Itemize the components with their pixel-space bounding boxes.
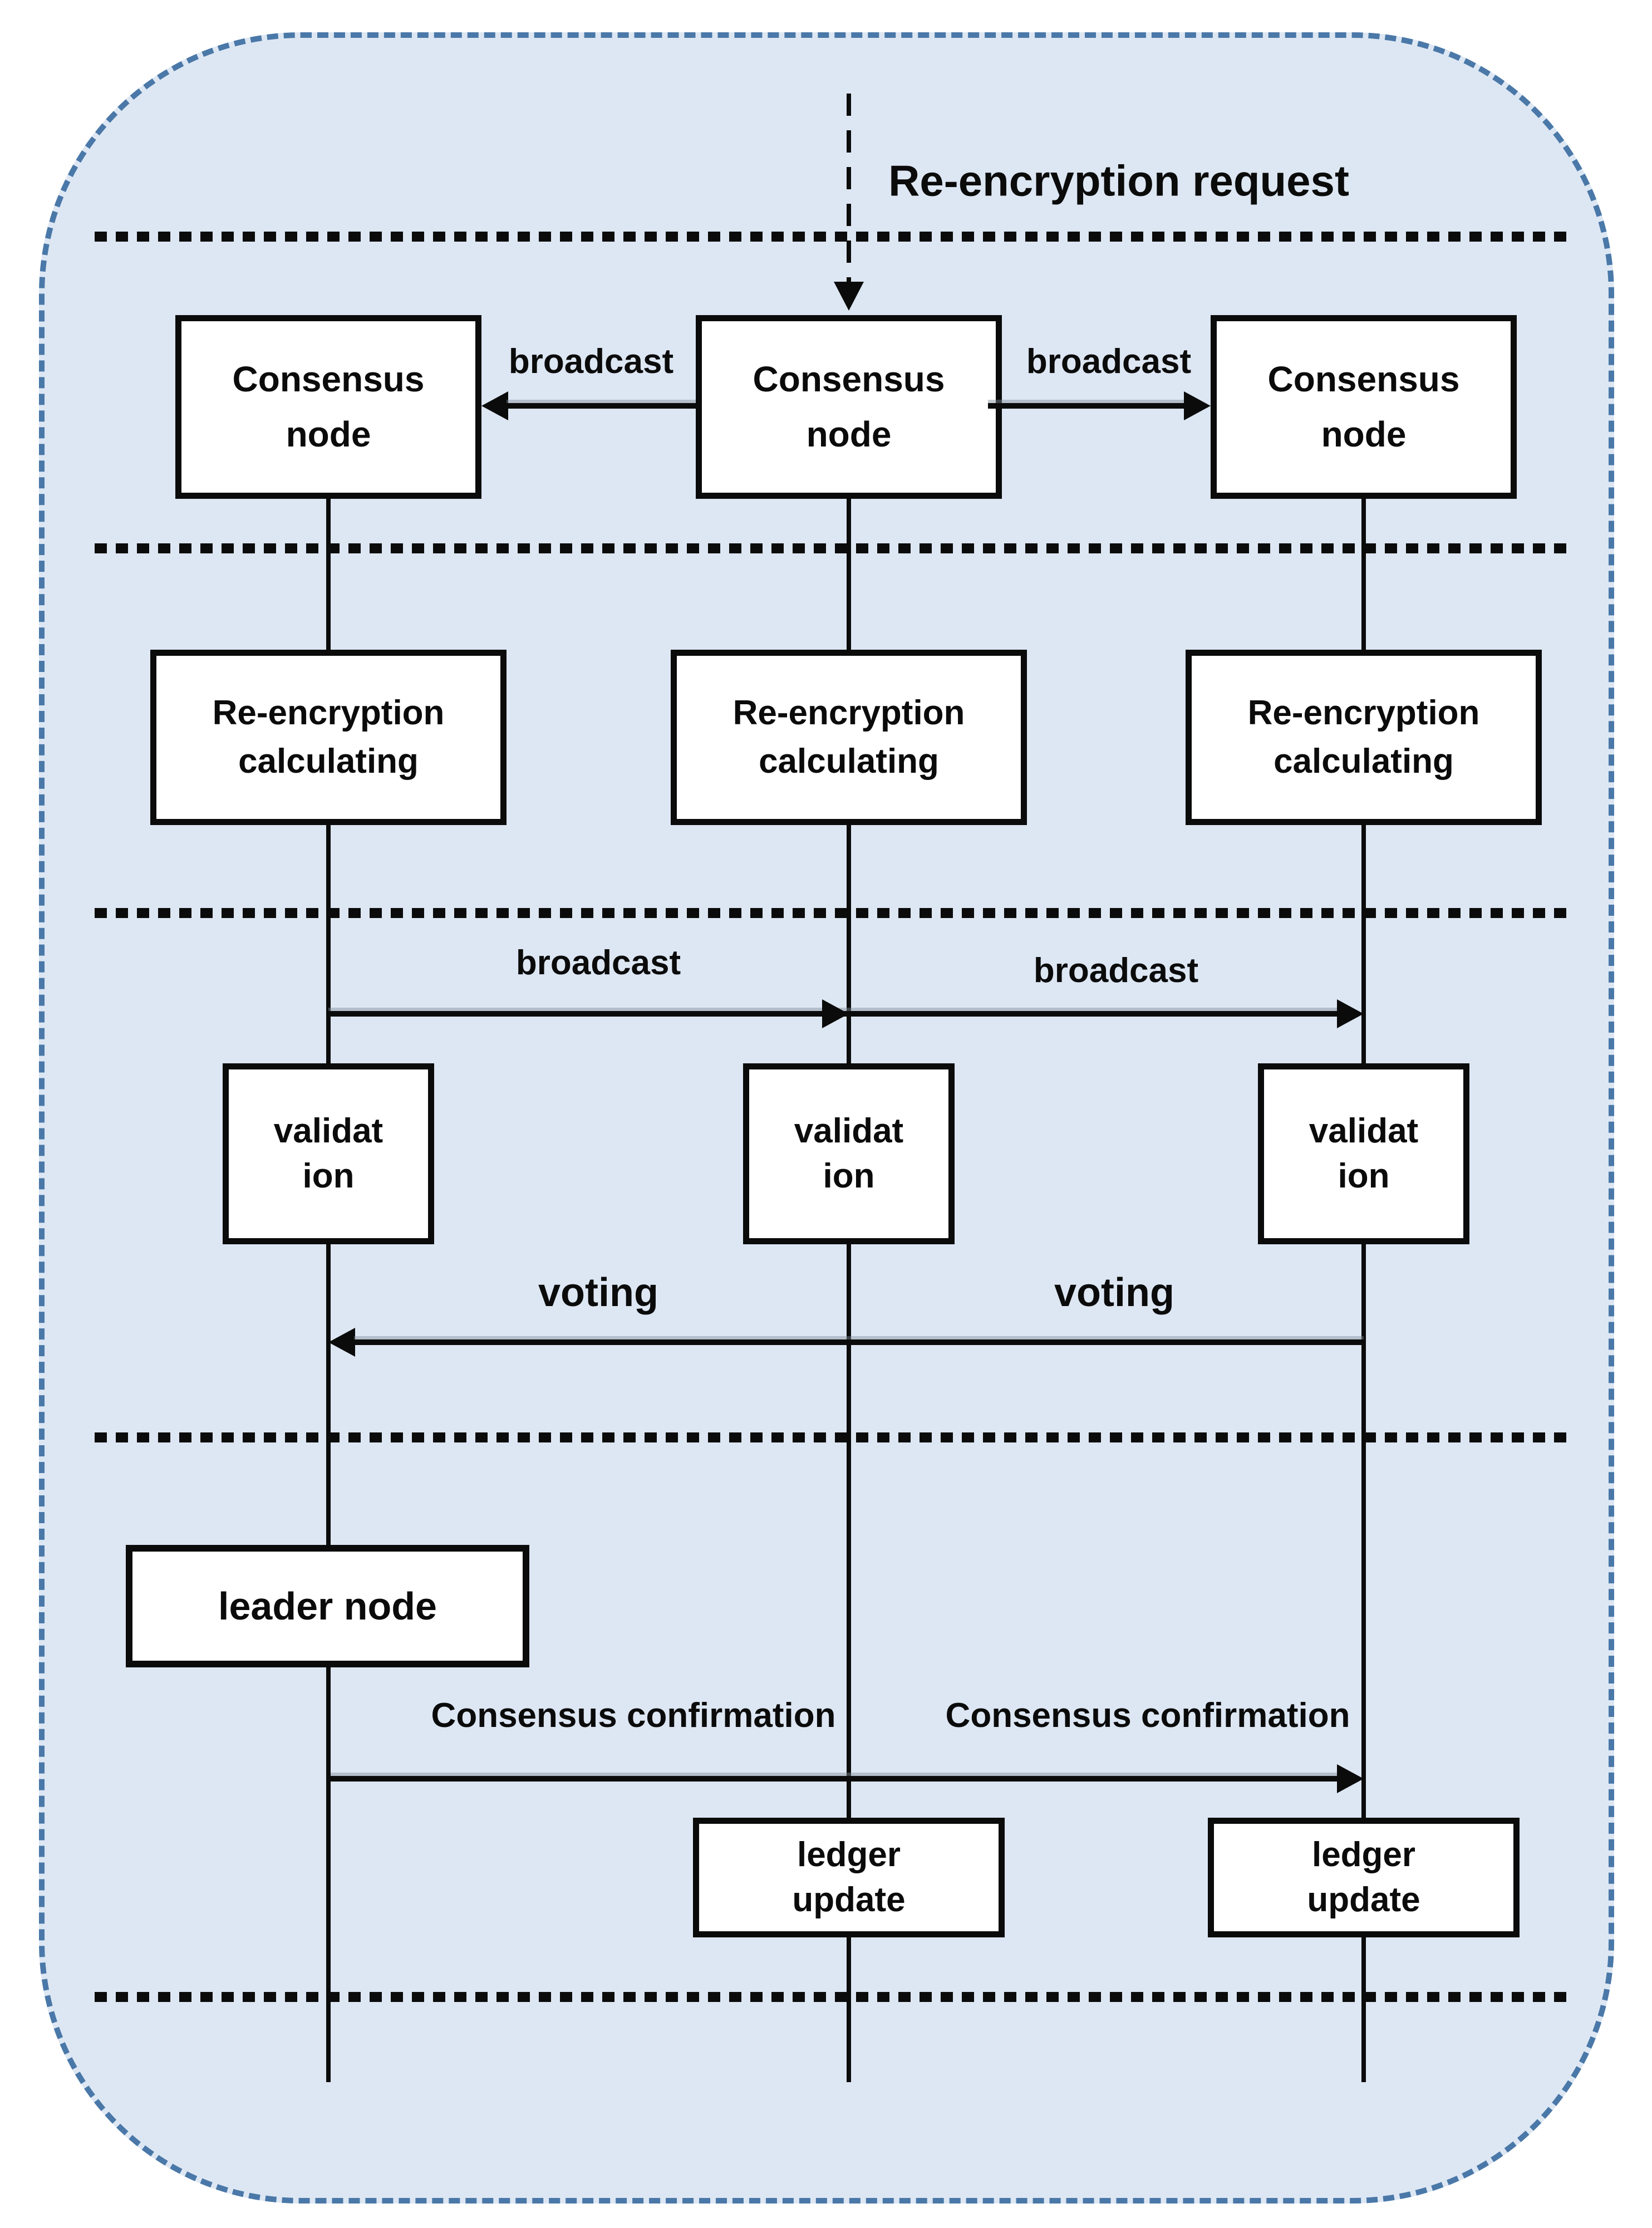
lifeline-middle-seg3 <box>847 1244 851 1818</box>
broadcast-arrow-top-left-line <box>507 403 696 409</box>
consensus-node-box-middle: Consensus node <box>696 315 1002 499</box>
consensus-node-middle-line1: Consensus <box>753 359 945 399</box>
phase-separator-3 <box>95 908 1570 918</box>
broadcast-arrowhead-top-left-icon <box>481 391 508 420</box>
lifeline-right-seg3 <box>1361 1244 1366 1818</box>
re-encryption-calculating-middle-line2: calculating <box>759 742 939 781</box>
broadcast-arrowhead-top-right-icon <box>1184 391 1211 420</box>
lifeline-right-seg2 <box>1361 825 1366 1063</box>
validation-box-left: validat ion <box>223 1063 434 1244</box>
consensus-node-middle-line2: node <box>806 414 892 454</box>
validation-box-middle: validat ion <box>743 1063 955 1244</box>
broadcast-arrow-top-right-line <box>988 403 1184 409</box>
broadcast-label-top-left: broadcast <box>508 342 674 381</box>
broadcast-label-mid-left: broadcast <box>515 944 681 983</box>
consensus-confirmation-right-line2: confirmation <box>1140 1696 1350 1735</box>
re-encryption-calculating-left-line1: Re-encryption <box>212 693 445 732</box>
ledger-update-box-right: ledger update <box>1208 1818 1520 1937</box>
ledger-update-box-middle: ledger update <box>693 1818 1005 1937</box>
validation-box-right: validat ion <box>1258 1063 1469 1244</box>
request-arrow-dashed-line <box>847 94 851 283</box>
ledger-update-right-line2: update <box>1307 1880 1420 1919</box>
re-encryption-calculating-box-left: Re-encryption calculating <box>150 650 507 825</box>
consensus-node-left-line1: Consensus <box>232 359 425 399</box>
ledger-update-right-line1: ledger <box>1311 1835 1416 1874</box>
lifeline-middle-seg1 <box>847 499 851 650</box>
voting-label-right: voting <box>1054 1270 1174 1315</box>
re-encryption-calculating-middle-line1: Re-encryption <box>732 693 965 732</box>
broadcast-label-mid-right: broadcast <box>1033 951 1199 990</box>
broadcast-label-top-right: broadcast <box>1026 342 1192 381</box>
consensus-confirmation-arrow-line <box>328 1776 1337 1782</box>
validation-middle-line1: validat <box>794 1111 904 1150</box>
consensus-confirmation-label-right: Consensus confirmation <box>946 1692 1350 1739</box>
consensus-confirmation-label-left: Consensus confirmation <box>431 1692 836 1739</box>
ledger-update-middle-line2: update <box>792 1880 906 1919</box>
validation-right-line2: ion <box>1338 1156 1390 1195</box>
consensus-node-box-left: Consensus node <box>175 315 481 499</box>
consensus-node-box-right: Consensus node <box>1211 315 1517 499</box>
lifeline-left-seg3 <box>326 1244 331 1545</box>
consensus-node-right-line1: Consensus <box>1267 359 1460 399</box>
lifeline-left-seg4 <box>326 1667 331 2082</box>
phase-separator-5 <box>95 1992 1570 2002</box>
lifeline-right-seg4 <box>1361 1937 1366 2082</box>
lifeline-left-seg1 <box>326 499 331 650</box>
validation-left-line1: validat <box>273 1111 384 1150</box>
broadcast-arrowhead-mid-middle-icon <box>822 999 849 1028</box>
voting-label-left: voting <box>538 1270 658 1315</box>
leader-node-label: leader node <box>218 1584 437 1628</box>
request-arrowhead-down-icon <box>834 282 864 311</box>
re-encryption-calculating-right-line2: calculating <box>1274 742 1454 781</box>
consensus-confirmation-left-line2: confirmation <box>626 1696 836 1735</box>
consensus-confirmation-left-line1: Consensus <box>431 1696 617 1735</box>
ledger-update-middle-line1: ledger <box>796 1835 901 1874</box>
lifeline-right-seg1 <box>1361 499 1366 650</box>
phase-separator-1 <box>95 232 1570 242</box>
re-encryption-request-label: Re-encryption request <box>888 156 1349 205</box>
re-encryption-calculating-box-middle: Re-encryption calculating <box>671 650 1027 825</box>
phase-separator-2 <box>95 543 1570 553</box>
validation-middle-line2: ion <box>823 1156 875 1195</box>
consensus-node-right-line2: node <box>1321 414 1407 454</box>
validation-right-line1: validat <box>1309 1111 1419 1150</box>
lifeline-middle-seg2 <box>847 825 851 1063</box>
leader-node-box: leader node <box>126 1545 529 1667</box>
consensus-confirmation-right-line1: Consensus <box>945 1696 1132 1735</box>
lifeline-middle-seg4 <box>847 1937 851 2082</box>
broadcast-arrowhead-mid-right-icon <box>1337 999 1364 1028</box>
re-encryption-calculating-left-line2: calculating <box>238 742 419 781</box>
voting-arrowhead-left-icon <box>328 1328 355 1357</box>
consensus-confirmation-arrowhead-icon <box>1337 1764 1364 1793</box>
validation-left-line2: ion <box>302 1156 355 1195</box>
re-encryption-calculating-box-right: Re-encryption calculating <box>1186 650 1542 825</box>
re-encryption-calculating-right-line1: Re-encryption <box>1247 693 1480 732</box>
consensus-node-left-line2: node <box>286 414 371 454</box>
voting-arrow-line <box>354 1339 1364 1345</box>
phase-separator-4 <box>95 1432 1570 1442</box>
lifeline-left-seg2 <box>326 825 331 1063</box>
